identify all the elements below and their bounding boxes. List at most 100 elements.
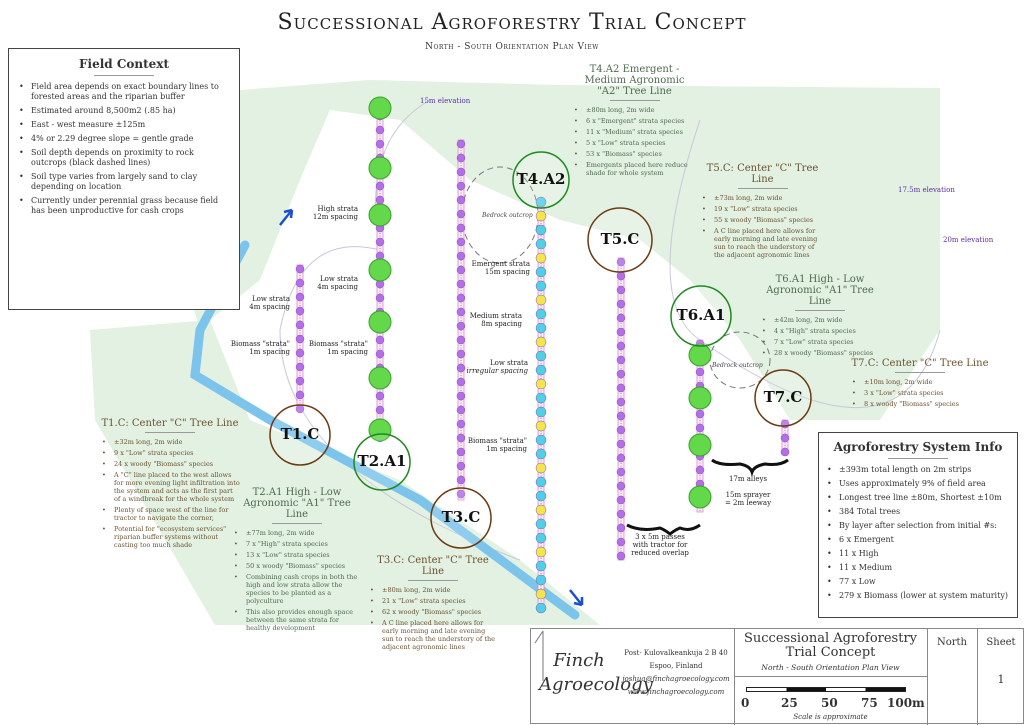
tree-marker: [616, 271, 626, 281]
tree-marker: [616, 439, 626, 449]
note-title: T1.C: Center "C" Tree Line: [101, 418, 239, 429]
tree-marker: [456, 251, 466, 261]
tree-marker: [616, 369, 626, 379]
tree-line-label: T7.C: [763, 388, 803, 406]
tree-marker: [535, 266, 547, 278]
scale-tick: 75: [861, 696, 878, 710]
list-item: ±42m long, 2m wide: [760, 316, 880, 324]
tree-marker: [616, 509, 626, 519]
tree-marker: [616, 299, 626, 309]
list-item: 7 x "Low" strata species: [760, 338, 880, 346]
high-strata-canopy: [368, 96, 392, 120]
list-item: 5 x "Low" strata species: [572, 139, 697, 147]
spacing-label: Biomass "strata"1m spacing: [230, 340, 290, 356]
flow-arrow-icon: [569, 589, 584, 607]
sheet-label: Sheet: [986, 637, 1016, 648]
page-subtitle: North - South Orientation Plan View: [425, 42, 599, 52]
tree-marker: [616, 285, 626, 295]
tree-marker: [535, 350, 547, 362]
tree-marker: [456, 237, 466, 247]
list-item: ±73m long, 2m wide: [700, 194, 825, 202]
tree-line-label: T6.A1: [676, 306, 726, 324]
tree-marker: [375, 405, 385, 415]
list-item: East - west measure ±125m: [17, 120, 231, 130]
note-t3: T3.C: Center "C" Tree Line ±80m long, 2m…: [368, 555, 498, 654]
list-item: A "C" line placed to the west allows for…: [100, 471, 240, 503]
list-item: ±77m long, 2m wide: [232, 529, 362, 537]
tree-marker: [295, 278, 305, 288]
list-item: 21 x "Low" strata species: [368, 597, 498, 605]
tree-marker: [535, 546, 547, 558]
tree-marker: [535, 448, 547, 460]
river: [190, 240, 580, 620]
high-strata-canopy: [688, 343, 712, 367]
tree-marker: [456, 321, 466, 331]
tree-marker: [456, 419, 466, 429]
list-item: 4 x "High" strata species: [760, 327, 880, 335]
drawing-title: Successional Agroforestry Trial Concept: [743, 631, 918, 660]
tree-marker: [616, 523, 626, 533]
list-item: 4% or 2.29 degree slope = gentle grade: [17, 134, 231, 144]
list-item: ±10m long, 2m wide: [850, 378, 990, 386]
system-info-panel: Agroforestry System Info ±393m total len…: [818, 432, 1018, 618]
tree-marker: [535, 588, 547, 600]
high-strata-canopy: [368, 366, 392, 390]
tree-marker: [616, 355, 626, 365]
tree-marker: [695, 423, 705, 433]
spacing-label: Biomass "strata"1m spacing: [308, 340, 368, 356]
note-title: T2.A1 High - Low Agronomic "A1" Tree Lin…: [243, 487, 351, 520]
note-title: T4.A2 Emergent - Medium Agronomic "A2" T…: [584, 64, 685, 97]
tree-marker: [535, 532, 547, 544]
list-item: Longest tree line ±80m, Shortest ±10m: [825, 493, 1011, 503]
list-item: 8 x woody "Biomass" species: [850, 400, 990, 408]
note-title: T5.C: Center "C" Tree Line: [706, 163, 819, 185]
tree-marker: [295, 362, 305, 372]
tree-line-label: T2.A1: [357, 452, 407, 470]
outcrop-label: Bedrock outcrop: [482, 212, 533, 219]
list-item: 384 Total trees: [825, 507, 1011, 517]
tree-marker: [616, 453, 626, 463]
high-strata-canopy: [688, 433, 712, 457]
divider: [94, 75, 154, 76]
tree-marker: [456, 433, 466, 443]
tree-marker: [535, 560, 547, 572]
tree-marker: [456, 489, 466, 499]
tree-line-label: T5.C: [600, 230, 640, 248]
tree-marker: [456, 377, 466, 387]
scale-tick: 100m: [887, 696, 925, 710]
tree-marker: [535, 406, 547, 418]
field-area: [210, 110, 940, 640]
tree-marker: [695, 367, 705, 377]
tree-marker: [780, 447, 790, 457]
list-item: 55 x woody "Biomass" species: [700, 216, 825, 224]
tree-marker: [616, 327, 626, 337]
tree-marker: [295, 390, 305, 400]
tree-marker: [456, 279, 466, 289]
tree-marker: [535, 252, 547, 264]
tree-marker: [456, 265, 466, 275]
divider: [888, 458, 948, 459]
tree-marker: [616, 425, 626, 435]
tree-marker: [375, 195, 385, 205]
tree-marker: [295, 264, 305, 274]
high-strata-canopy: [368, 258, 392, 282]
tree-marker: [375, 391, 385, 401]
tree-marker: [535, 378, 547, 390]
list-item: Soil type varies from largely sand to cl…: [17, 172, 231, 192]
list-item: ±80m long, 2m wide: [368, 586, 498, 594]
tree-marker: [535, 308, 547, 320]
north-label: North: [936, 637, 967, 648]
tree-marker: [375, 293, 385, 303]
note-t6: T6.A1 High - Low Agronomic "A1" Tree Lin…: [760, 274, 880, 360]
title-block: Finch Agroecology Post- Kulovalkeankuja …: [530, 628, 1024, 725]
tree-line-marker: [353, 433, 411, 491]
tree-marker: [456, 405, 466, 415]
note-t4: T4.A2 Emergent - Medium Agronomic "A2" T…: [572, 64, 697, 180]
tree-line-marker: [587, 207, 653, 273]
flow-arrow-icon: [279, 208, 294, 226]
